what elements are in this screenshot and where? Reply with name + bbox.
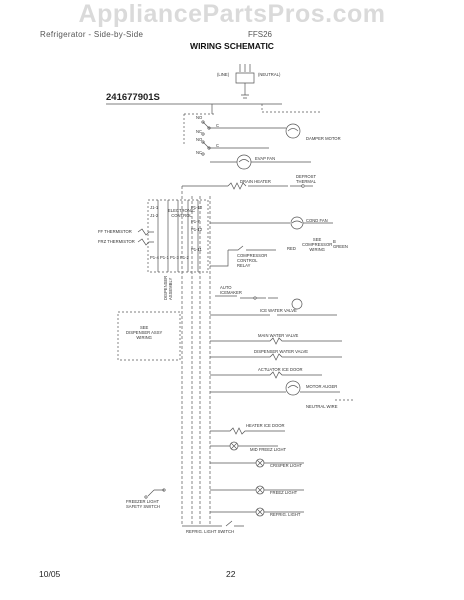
actuator-ice-door-label: ACTUATOR ICE DOOR: [258, 367, 303, 372]
compressor-relay-icon: [210, 245, 276, 267]
auto-icemaker-label: AUTO ICEMAKER: [220, 285, 242, 295]
freezer-safety-switch-icon: [144, 488, 166, 499]
nc1-label: NC: [196, 129, 203, 134]
freezer-light-label: FREEZ LIGHT: [270, 490, 298, 495]
heater-ice-door-icon: [210, 427, 285, 435]
nc2-label: NC: [196, 150, 203, 155]
neutral-wire-label: NEUTRAL WIRE: [306, 404, 338, 409]
line-label: (LINE): [217, 72, 230, 77]
ice-water-valve-icon: [210, 298, 337, 316]
part-number: 241677901S: [106, 92, 160, 103]
heater-ice-door-label: HEATER ICE DOOR: [246, 423, 285, 428]
motor-auger-label: MOTOR AUGER: [306, 384, 338, 389]
pin-p1-2: P1-2: [180, 255, 189, 260]
dispenser-water-valve-icon: [210, 353, 342, 361]
footer-date: 10/05: [39, 569, 61, 579]
dispenser-assembly-box: [117, 311, 181, 361]
door-switch-2: [201, 140, 269, 156]
compressor-relay-label: COMPRESSOR CONTROL RELAY: [237, 253, 268, 268]
freezer-light-icon: [210, 485, 304, 495]
refrig-light-icon: [210, 507, 304, 517]
main-water-valve-icon: [210, 337, 342, 345]
motor-auger-icon: [210, 380, 340, 396]
green-wire-label: B GREEN: [333, 239, 348, 249]
dispenser-water-valve-label: DISPENSER WATER VALVE: [254, 349, 309, 354]
dispenser-assembly-vertical-label: DISPENSER ASSEMBLY: [163, 275, 173, 300]
left-bus-wire: [183, 113, 214, 144]
top-bus-wire: [106, 103, 282, 114]
mid-freezer-light-icon: [210, 441, 278, 451]
see-compressor-label: SEE COMPRESSOR WIRING: [302, 237, 333, 252]
pin-p1-1: P1-1: [160, 255, 169, 260]
fz-thermistor-label: FRZ THERMISTOR: [98, 239, 135, 244]
c1-label: C: [216, 123, 220, 128]
ff-thermistor-label: FF THERMISTOR: [98, 229, 132, 234]
pin-p1-11: P1-11: [191, 247, 202, 252]
crisper-light-label: CRISPER LIGHT: [270, 463, 303, 468]
auto-icemaker-icon: [215, 295, 278, 300]
drain-heater-icon: [182, 182, 288, 190]
refrig-light-switch-label: REFRIG. LIGHT SWITCH: [186, 529, 235, 534]
crisper-light-icon: [210, 458, 304, 468]
pin-p1-3: P1-3: [170, 255, 179, 260]
control-board-label: ELECTRONIC CONTROL: [168, 208, 195, 218]
actuator-ice-door-icon: [210, 371, 322, 379]
pin-p1-12: P1-12: [191, 227, 203, 232]
header-code: FFS26: [248, 30, 273, 39]
defrost-thermal-icon: [290, 184, 313, 188]
neutral-label: (NEUTRAL): [258, 72, 281, 77]
freezer-safety-switch-label: FREEZER LIGHT SAFETY SWITCH: [126, 499, 160, 509]
c2-label: C: [216, 143, 220, 148]
neutral-bus-wire: [261, 104, 322, 113]
pin-j1-2: J1-2: [150, 213, 159, 218]
red-wire-label: RED: [287, 246, 296, 251]
damper-motor-label: DAMPER MOTOR: [306, 136, 341, 141]
main-water-valve-label: MAIN WATER VALVE: [258, 333, 299, 338]
page-title: WIRING SCHEMATIC: [190, 41, 274, 51]
pin-p1-7: P1-7: [191, 219, 200, 224]
no2-label: NO: [196, 137, 203, 142]
control-board: [147, 199, 209, 273]
see-dispenser-label: SEE DISPENSER ASSY WIRING: [126, 325, 163, 340]
ff-thermistor-icon: [137, 228, 154, 236]
evap-fan-icon: [210, 154, 311, 170]
no1-label: NO: [196, 115, 203, 120]
power-plug-icon: [235, 64, 255, 99]
fz-thermistor-icon: [137, 238, 154, 246]
door-switch-1: [201, 120, 269, 136]
page-number: 22: [226, 569, 236, 579]
defrost-thermal-label: DEFROST THERMAL: [296, 174, 317, 184]
cond-fan-icon: [210, 216, 333, 230]
refrig-light-switch-icon: [182, 520, 244, 527]
ice-water-valve-label: ICE WATER VALVE: [260, 308, 297, 313]
cond-fan-label: COND FAN: [306, 218, 328, 223]
pin-p1-4: P1-4: [150, 255, 159, 260]
header-model: Refrigerator - Side-by-Side: [40, 30, 144, 39]
refrig-light-label: REFRIG. LIGHT: [270, 512, 301, 517]
evap-fan-label: EVAP FAN: [255, 156, 276, 161]
damper-motor-icon: [269, 123, 301, 139]
pin-j1-1: J1-1: [150, 205, 159, 210]
drain-heater-label: DRAIN HEATER: [240, 179, 271, 184]
watermark: AppliancePartsPros.com: [78, 0, 386, 28]
pin-p1-10: P1-10: [191, 205, 203, 210]
mid-freezer-light-label: MID FREEZ LIGHT: [250, 447, 287, 452]
